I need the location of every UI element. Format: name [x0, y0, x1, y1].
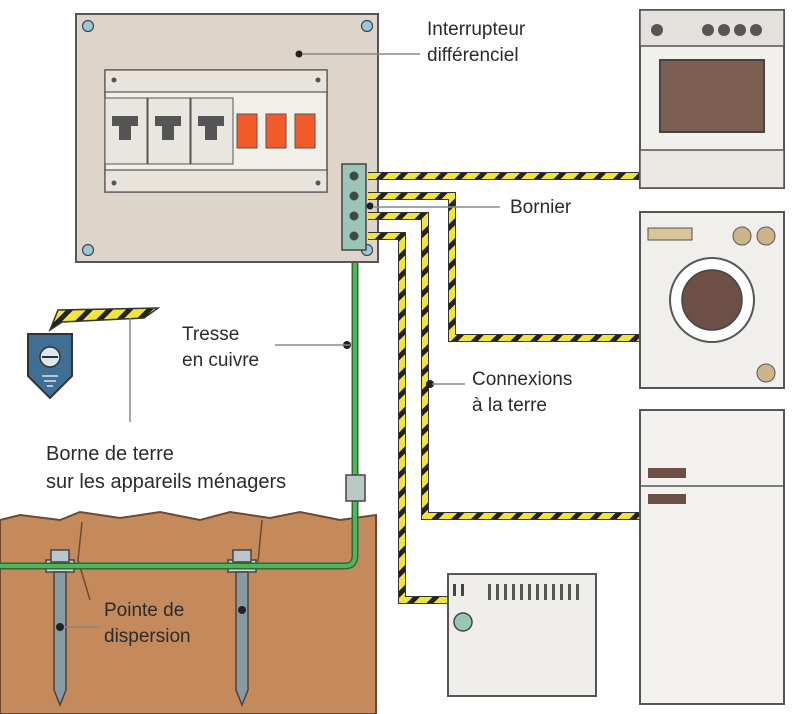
label-appliance-terminal-line1: Borne de terre [46, 443, 174, 465]
label-braid-line1: Tresse [182, 324, 240, 345]
label-earth-connections-line1: Connexions [472, 369, 573, 390]
label-appliance-terminal: Borne de terre sur les appareils ménager… [46, 440, 286, 496]
braid-connector [345, 474, 366, 502]
earth-connection-wires [368, 172, 640, 604]
leader-lines [64, 53, 500, 628]
label-braid-line2: en cuivre [182, 350, 260, 371]
label-breaker-line1: Interrupteur [427, 19, 526, 40]
label-appliance-terminal-line2: sur les appareils ménagers [46, 471, 287, 493]
label-terminal: Bornier [510, 197, 572, 218]
ground-terminal-icon [27, 307, 161, 400]
label-earth-connections: Connexions à la terre [472, 367, 572, 419]
label-spike-line2: dispersion [104, 626, 191, 647]
label-breaker: Interrupteur différenciel [427, 17, 525, 69]
label-spike: Pointe de dispersion [104, 598, 191, 650]
washing-machine-icon [639, 211, 785, 389]
terminal-block-icon [341, 163, 374, 251]
label-earth-connections-line2: à la terre [472, 395, 547, 416]
soil-crack-2 [257, 519, 263, 563]
electric-panel-icon [75, 13, 379, 263]
soil-crack-1 [77, 521, 91, 601]
label-spike-line1: Pointe de [104, 600, 185, 621]
fridge-icon [639, 409, 785, 705]
label-breaker-line2: différenciel [427, 45, 519, 66]
heater-icon [447, 573, 597, 697]
oven-icon [639, 9, 785, 189]
copper-braid-wire-inner [0, 250, 357, 568]
label-braid: Tresse en cuivre [182, 322, 259, 374]
